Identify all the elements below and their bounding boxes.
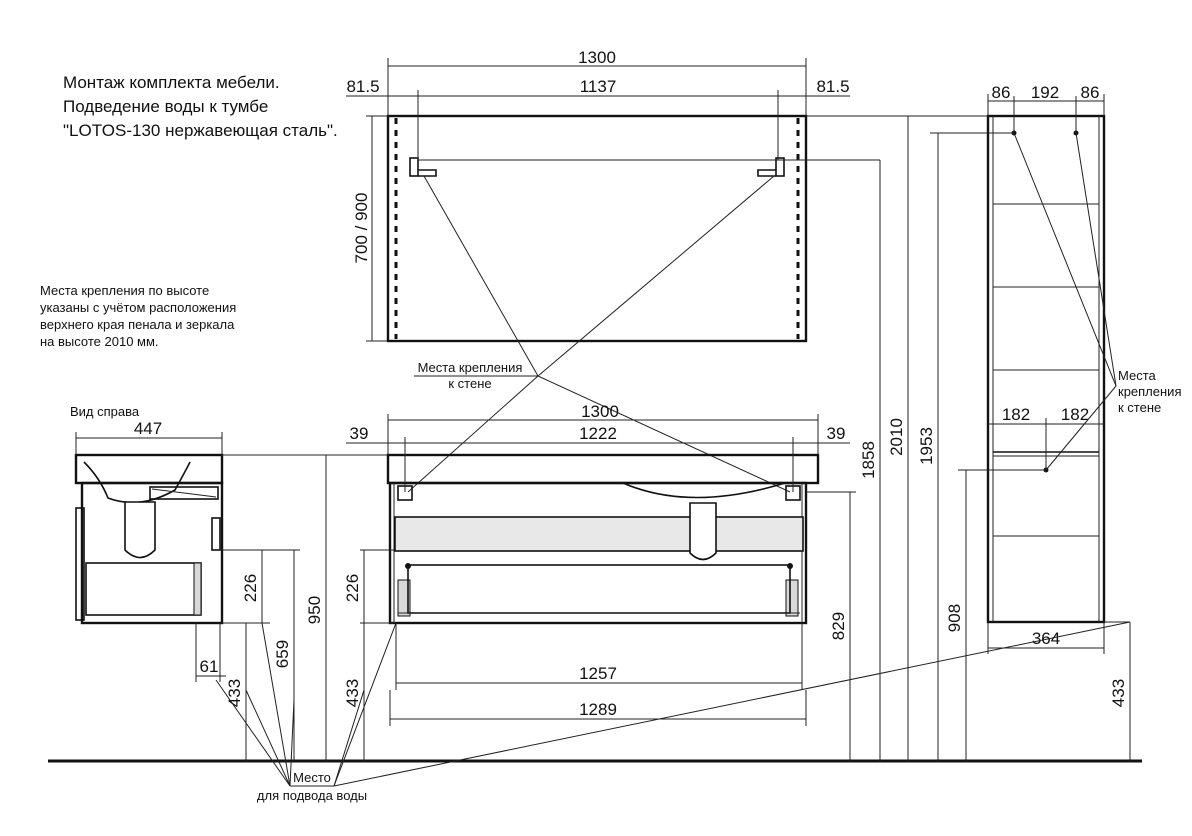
title-block: Монтаж комплекта мебели. Подведение воды… [63,73,338,140]
vanity-top [386,453,820,485]
wall-mount-callout: Места крепления к стене [407,175,791,493]
side-body [80,481,224,625]
wall-mount-label-2: к стене [448,376,491,391]
dim-tall-inner-right: 182 [1061,405,1089,424]
dim-vanity-right: 39 [827,424,846,443]
dim-side-61: 61 [200,657,219,676]
front-siphon [689,502,717,561]
dim-side-depth: 447 [134,419,162,438]
title-line-3: "LOTOS-130 нержавеющая сталь". [63,121,338,140]
dim-mirror-width: 1300 [578,48,616,67]
side-view-dimensions: 447 61 226 433 659 950 [75,419,388,761]
dim-tall-depth: 364 [1032,629,1060,648]
vanity-hatched-panel [394,516,804,552]
dim-tall-left: 86 [992,83,1011,102]
vanity-front [386,453,820,625]
dim-vanity-holes: 1222 [579,424,617,443]
tall-cabinet-dimensions: 86 192 86 182 182 364 Места крепления к … [987,83,1181,654]
title-line-1: Монтаж комплекта мебели. [63,73,280,92]
dim-front-433: 433 [343,679,362,707]
mirror-dimensions: 1300 81.5 1137 81.5 700 / 900 [346,48,850,342]
mount-note-line-3: верхнего края пенала и зеркала [40,317,235,332]
basin-curve [622,482,786,499]
mount-note-line-1: Места крепления по высоте [40,283,209,298]
mount-note: Места крепления по высоте указаны с учёт… [40,283,236,349]
side-view-label: Вид справа [70,404,140,419]
water-supply-callout: Место для подвода воды [215,621,1131,803]
tall-cabinet [986,114,1106,624]
dim-h-1953: 1953 [917,427,936,465]
side-view [74,453,224,625]
height-dimensions: 1858 2010 1953 908 433 [806,115,1131,761]
dim-tall-mid: 192 [1031,83,1059,102]
dim-mirror-right: 81.5 [816,77,849,96]
dim-vanity-width: 1300 [581,402,619,421]
dim-vanity-inner: 1257 [579,664,617,683]
dim-tall-right: 86 [1081,83,1100,102]
mirror-hook-left [409,157,437,177]
dim-mirror-height: 700 / 900 [352,193,371,264]
dim-mirror-holes: 1137 [580,77,617,96]
dim-h-1858: 1858 [859,441,878,479]
dim-mirror-left: 81.5 [346,77,379,96]
dim-vanity-body: 1289 [579,700,617,719]
dim-side-433: 433 [225,679,244,707]
vanity-drawer [407,564,791,614]
side-siphon [124,501,156,559]
dim-h-908: 908 [945,604,964,632]
dim-vanity-left: 39 [350,424,369,443]
wall-mount-label-1: Места крепления [418,360,523,375]
dim-side-226: 226 [241,574,260,602]
water-label-2: для подвода воды [257,788,367,803]
dim-front-829: 829 [829,612,848,640]
side-drawer [85,562,202,616]
tall-mount-label-3: к стене [1118,400,1161,415]
dim-h-2010: 2010 [887,418,906,456]
dim-side-659: 659 [273,640,292,668]
title-line-2: Подведение воды к тумбе [63,97,268,116]
dim-side-950: 950 [305,596,324,624]
mount-note-line-4: на высоте 2010 мм. [40,334,159,349]
tall-mount-label-2: крепления [1118,384,1181,399]
mirror-outline [386,114,808,343]
dim-tall-inner-left: 182 [1002,405,1030,424]
mirror [386,114,880,343]
water-label-1: Место [293,770,331,785]
dim-front-226: 226 [343,574,362,602]
mirror-hook-right [757,157,785,177]
tall-mount-label-1: Места [1118,368,1157,383]
dim-h-433-right: 433 [1109,679,1128,707]
vanity-front-dimensions: 1300 39 1222 39 1257 1289 226 433 829 [343,402,856,761]
vanity-body [388,481,808,625]
mount-note-line-2: указаны с учётом расположения [40,300,236,315]
side-front-panel [75,507,85,621]
